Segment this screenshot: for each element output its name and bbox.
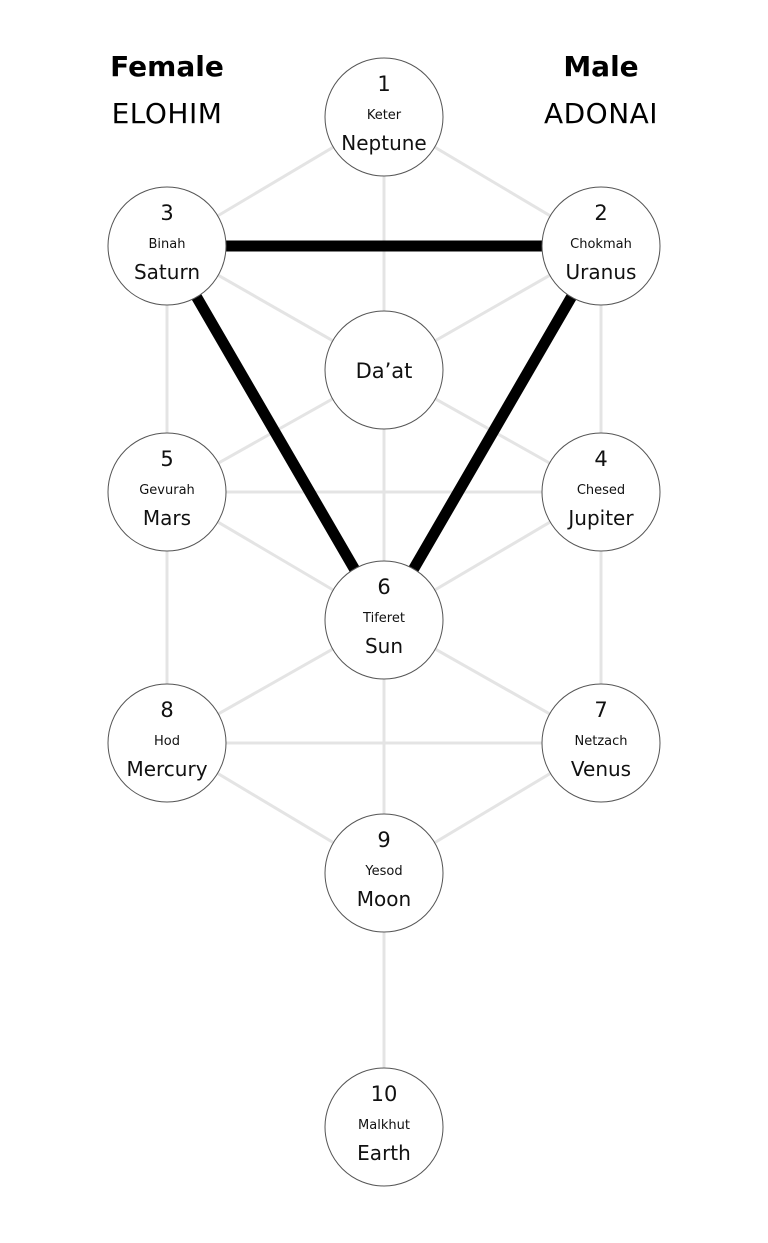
binah-number: 3 xyxy=(160,201,173,225)
chesed-sefira-name: Chesed xyxy=(577,483,625,498)
gevurah-sefira-name: Gevurah xyxy=(139,483,195,498)
binah-circle xyxy=(107,186,227,306)
gevurah-number: 5 xyxy=(160,447,173,471)
highlighted-path-binah-tiferet xyxy=(162,243,389,623)
keter-sefira-name: Keter xyxy=(367,108,402,123)
chesed-planet: Jupiter xyxy=(566,506,634,530)
daat-circle xyxy=(324,310,444,430)
malkhut-planet: Earth xyxy=(357,1141,411,1165)
daat-label: Da’at xyxy=(356,359,413,383)
chokmah-sefira-name: Chokmah xyxy=(570,237,632,252)
chokmah-number: 2 xyxy=(594,201,607,225)
tiferet-sefira-name: Tiferet xyxy=(362,611,405,626)
binah-sefira-name: Binah xyxy=(149,237,186,252)
highlighted-paths-layer xyxy=(162,240,606,623)
chesed-number: 4 xyxy=(594,447,607,471)
malkhut-sefira-name: Malkhut xyxy=(358,1118,410,1133)
male-label: Male xyxy=(563,50,639,83)
chesed-circle xyxy=(541,432,661,552)
gevurah-planet: Mars xyxy=(143,506,191,530)
hod-number: 8 xyxy=(160,698,173,722)
netzach-sefira-name: Netzach xyxy=(575,734,628,749)
malkhut-number: 10 xyxy=(371,1082,398,1106)
gevurah-circle xyxy=(107,432,227,552)
netzach-number: 7 xyxy=(594,698,607,722)
yesod-number: 9 xyxy=(377,828,390,852)
female-heading: Female ELOHIM xyxy=(67,50,267,131)
keter-planet: Neptune xyxy=(341,131,426,155)
chokmah-planet: Uranus xyxy=(566,260,637,284)
adonai-label: ADONAI xyxy=(543,97,659,130)
tiferet-number: 6 xyxy=(377,575,390,599)
sefira-daat: Da’at xyxy=(324,310,444,430)
hod-planet: Mercury xyxy=(126,757,207,781)
male-heading: Male ADONAI xyxy=(501,50,701,131)
malkhut-circle xyxy=(324,1067,444,1187)
yesod-circle xyxy=(324,813,444,933)
hod-circle xyxy=(107,683,227,803)
tiferet-planet: Sun xyxy=(365,634,403,658)
highlighted-path-chokmah-tiferet xyxy=(379,243,606,623)
netzach-circle xyxy=(541,683,661,803)
yesod-sefira-name: Yesod xyxy=(364,864,402,879)
yesod-planet: Moon xyxy=(357,887,411,911)
female-label: Female xyxy=(110,50,224,83)
binah-planet: Saturn xyxy=(134,260,200,284)
keter-circle xyxy=(324,57,444,177)
chokmah-circle xyxy=(541,186,661,306)
keter-number: 1 xyxy=(377,72,390,96)
hod-sefira-name: Hod xyxy=(154,734,180,749)
netzach-planet: Venus xyxy=(571,757,631,781)
elohim-label: ELOHIM xyxy=(111,97,223,130)
tiferet-circle xyxy=(324,560,444,680)
